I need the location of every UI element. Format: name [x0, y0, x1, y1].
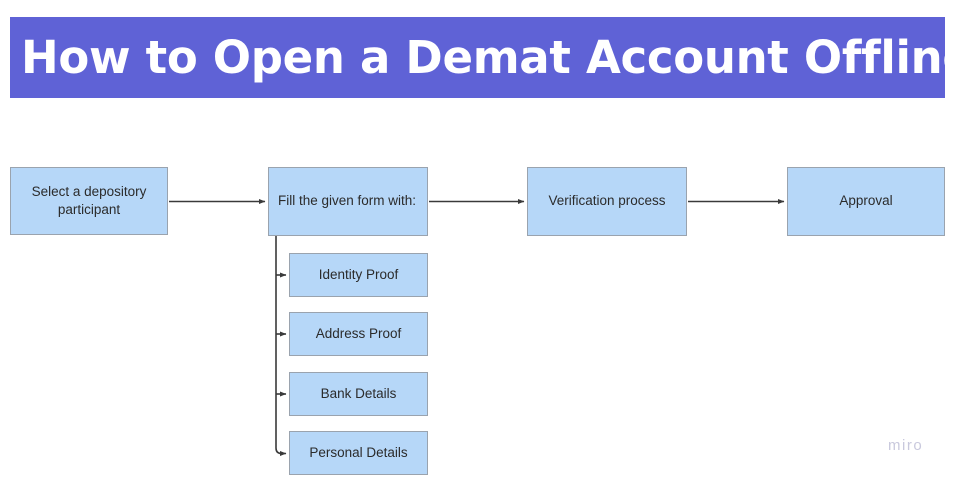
- flow-subnode-address-proof[interactable]: Address Proof: [289, 312, 428, 356]
- miro-watermark: miro: [888, 437, 924, 454]
- flow-subnode-bank-details[interactable]: Bank Details: [289, 372, 428, 416]
- page-title: How to Open a Demat Account Offline: [21, 31, 954, 84]
- flow-node-select-depository-participant[interactable]: Select a depository participant: [10, 167, 168, 235]
- page-title-banner: How to Open a Demat Account Offline: [10, 17, 954, 98]
- flow-node-verification-process[interactable]: Verification process: [527, 167, 687, 236]
- flow-subnode-identity-proof[interactable]: Identity Proof: [289, 253, 428, 297]
- connector-trunk-vertical: [275, 236, 287, 457]
- flow-node-approval[interactable]: Approval: [787, 167, 945, 236]
- flow-subnode-personal-details[interactable]: Personal Details: [289, 431, 428, 475]
- flow-node-fill-the-given-form[interactable]: Fill the given form with:: [268, 167, 428, 236]
